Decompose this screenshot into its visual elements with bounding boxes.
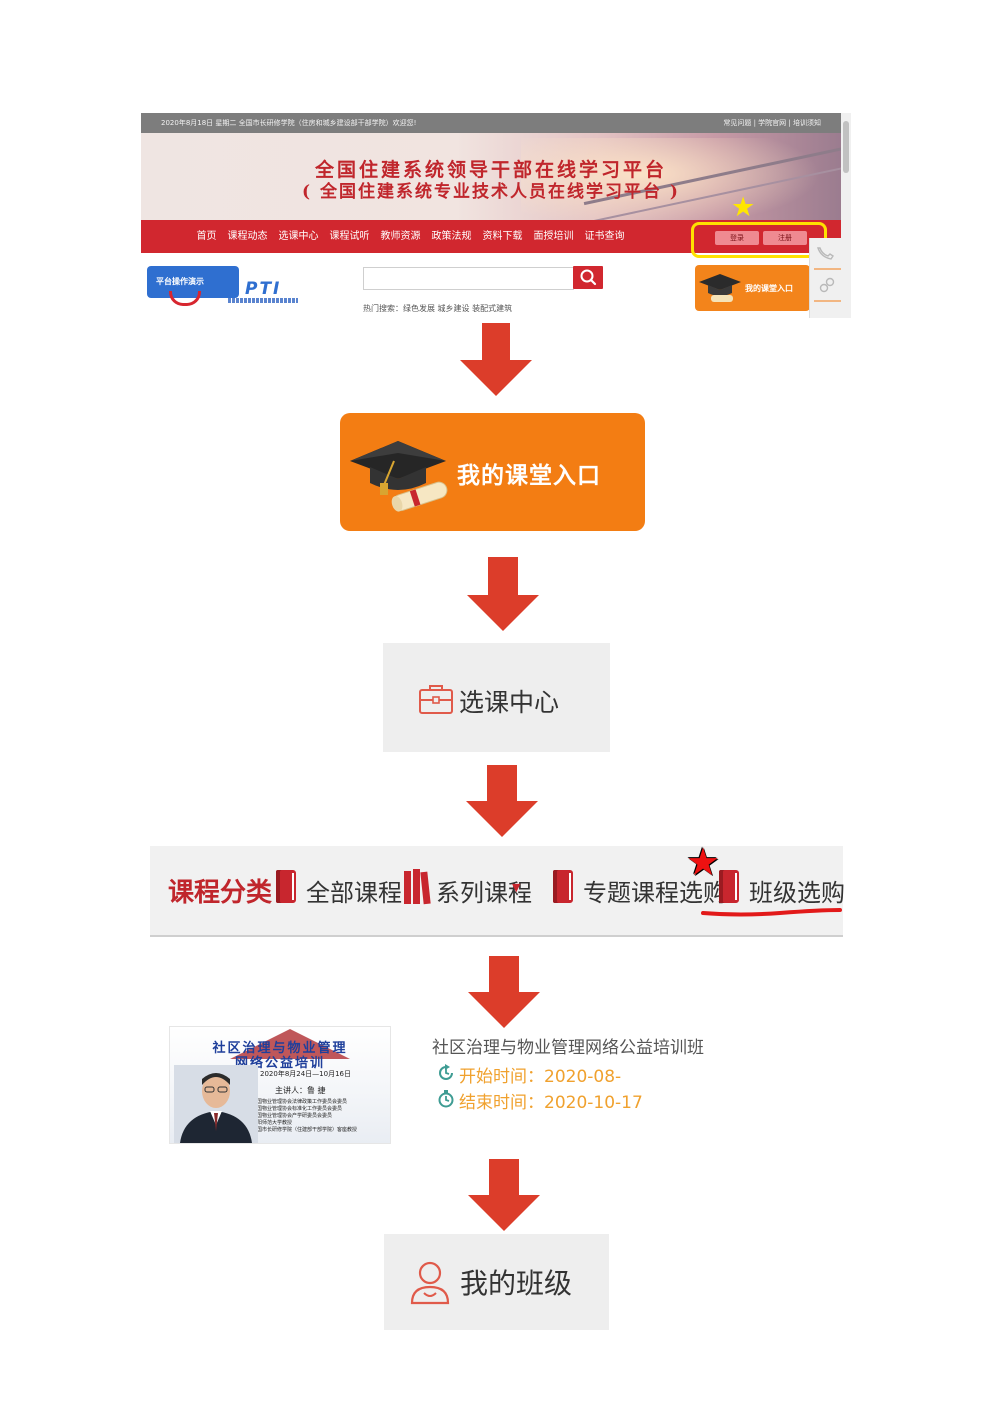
search-input[interactable] bbox=[363, 267, 574, 290]
my-class-button[interactable]: 我的班级 bbox=[384, 1234, 609, 1330]
course-center-label: 选课中心 bbox=[459, 688, 560, 717]
book-icon bbox=[276, 870, 296, 903]
yellow-star-icon: ★ bbox=[731, 192, 756, 223]
class-thumbnail[interactable]: 社区治理与物业管理 网络公益培训 2020年8月24日—10月16日 主讲人：鲁… bbox=[169, 1026, 391, 1144]
arrow-head bbox=[468, 1195, 540, 1231]
start-time-label: 开始时间： bbox=[459, 1067, 544, 1087]
start-time-row: 开始时间：2020-08- bbox=[437, 1062, 621, 1087]
scrollbar[interactable] bbox=[841, 113, 851, 318]
phone-link-icons bbox=[814, 247, 846, 302]
nav-items: 首页 课程动态 选课中心 课程试听 教师资源 政策法规 资料下载 面授培训 证书… bbox=[191, 220, 630, 253]
nav-item-policy[interactable]: 政策法规 bbox=[431, 231, 472, 242]
red-star-icon: ★ bbox=[686, 840, 721, 884]
arrow-head bbox=[466, 801, 538, 837]
category-all-courses[interactable]: 全部课程 bbox=[306, 879, 402, 907]
class-title[interactable]: 社区治理与物业管理网络公益培训班 bbox=[432, 1038, 704, 1058]
arrow-shaft bbox=[489, 1159, 519, 1195]
logo-subtext bbox=[228, 298, 298, 303]
book-icon bbox=[719, 870, 739, 903]
speaker-portrait bbox=[174, 1065, 258, 1143]
thumbnail-credentials: 中国物业管理协会法律政策工作委员会委员 中国物业管理协会标准化工作委员会委员 中… bbox=[252, 1099, 358, 1133]
start-time-value: 2020-08- bbox=[544, 1067, 622, 1087]
arrow-head bbox=[468, 992, 540, 1028]
books-icon bbox=[404, 869, 431, 905]
site-logo: PTI bbox=[245, 279, 282, 299]
login-button[interactable]: 登录 bbox=[715, 231, 759, 245]
classroom-entry-label: 我的课堂入口 bbox=[457, 463, 601, 489]
nav-item-offline-training[interactable]: 面授培训 bbox=[533, 231, 574, 242]
nav-item-home[interactable]: 首页 bbox=[196, 231, 217, 242]
thumbnail-title-line1: 社区治理与物业管理 bbox=[212, 1041, 348, 1056]
end-time-label: 结束时间： bbox=[459, 1093, 544, 1113]
site-title: 全国住建系统领导干部在线学习平台 bbox=[314, 159, 667, 181]
clock-refresh-icon bbox=[437, 1064, 459, 1087]
arrow-head bbox=[467, 595, 539, 631]
chevron-down-icon[interactable]: ▼ bbox=[512, 881, 521, 894]
category-topic-purchase[interactable]: 专题课程选购 bbox=[583, 879, 727, 907]
arrow-shaft bbox=[482, 323, 510, 360]
arrow-head bbox=[460, 360, 532, 396]
user-icon bbox=[410, 1261, 450, 1305]
platform-demo-label: 平台操作演示 bbox=[156, 277, 204, 286]
arrow-shaft bbox=[489, 956, 519, 992]
logo-mark-icon bbox=[169, 291, 201, 306]
graduation-cap-icon bbox=[350, 441, 448, 512]
scrollbar-thumb[interactable] bbox=[843, 121, 849, 173]
book-icon bbox=[553, 870, 573, 903]
thumbnail-date-range: 2020年8月24日—10月16日 bbox=[260, 1070, 351, 1078]
nav-item-course-news[interactable]: 课程动态 bbox=[227, 231, 268, 242]
category-series-courses[interactable]: 系列课程 bbox=[436, 879, 532, 907]
classroom-entry-small-label: 我的课堂入口 bbox=[745, 284, 793, 293]
welcome-text: 2020年8月18日 星期二 全国市长研修学院（住房和城乡建设部干部学院）欢迎您… bbox=[161, 119, 417, 127]
banner-glow bbox=[521, 138, 821, 220]
register-button[interactable]: 注册 bbox=[763, 231, 807, 245]
nav-item-teachers[interactable]: 教师资源 bbox=[380, 231, 421, 242]
site-banner: 全国住建系统领导干部在线学习平台 ( 全国住建系统专业技术人员在线学习平台 ) bbox=[141, 133, 841, 220]
briefcase-icon bbox=[419, 685, 453, 714]
nav-item-certificate[interactable]: 证书查询 bbox=[584, 231, 625, 242]
search-icon bbox=[580, 269, 597, 286]
nav-item-downloads[interactable]: 资料下载 bbox=[482, 231, 523, 242]
site-subtitle: ( 全国住建系统专业技术人员在线学习平台 ) bbox=[302, 182, 680, 202]
course-category-bar: 课程分类 全部课程 系列课程 ▼ 专题课程选购 班级选购 bbox=[150, 846, 845, 937]
top-links[interactable]: 常见问题 | 学院官网 | 培训须知 bbox=[723, 119, 821, 127]
thumbnail-speaker: 主讲人：鲁 捷 bbox=[275, 1086, 326, 1095]
hot-search: 热门搜索：绿色发展 城乡建设 装配式建筑 bbox=[363, 304, 513, 313]
arrow-shaft bbox=[487, 765, 517, 801]
category-title: 课程分类 bbox=[168, 878, 273, 908]
top-info-bar: 2020年8月18日 星期二 全国市长研修学院（住房和城乡建设部干部学院）欢迎您… bbox=[141, 113, 841, 133]
nav-item-course-trial[interactable]: 课程试听 bbox=[329, 231, 370, 242]
roof-graphic bbox=[230, 1029, 350, 1059]
nav-item-course-center[interactable]: 选课中心 bbox=[278, 231, 319, 242]
classroom-entry-button[interactable]: 我的课堂入口 bbox=[340, 413, 645, 531]
course-center-button[interactable]: 选课中心 bbox=[383, 643, 610, 752]
search-button[interactable] bbox=[573, 266, 603, 289]
my-class-label: 我的班级 bbox=[460, 1267, 573, 1300]
classroom-entry-small-button[interactable]: 我的课堂入口 bbox=[695, 265, 810, 311]
arrow-shaft bbox=[488, 557, 518, 595]
graduation-cap-icon bbox=[699, 274, 741, 302]
stopwatch-icon bbox=[437, 1090, 459, 1113]
website-screenshot: 2020年8月18日 星期二 全国市长研修学院（住房和城乡建设部干部学院）欢迎您… bbox=[141, 113, 851, 318]
login-highlight-box bbox=[691, 222, 827, 258]
category-class-purchase[interactable]: 班级选购 bbox=[749, 879, 845, 907]
end-time-row: 结束时间：2020-10-17 bbox=[437, 1088, 643, 1113]
highlight-underline bbox=[701, 908, 842, 917]
end-time-value: 2020-10-17 bbox=[544, 1093, 643, 1113]
